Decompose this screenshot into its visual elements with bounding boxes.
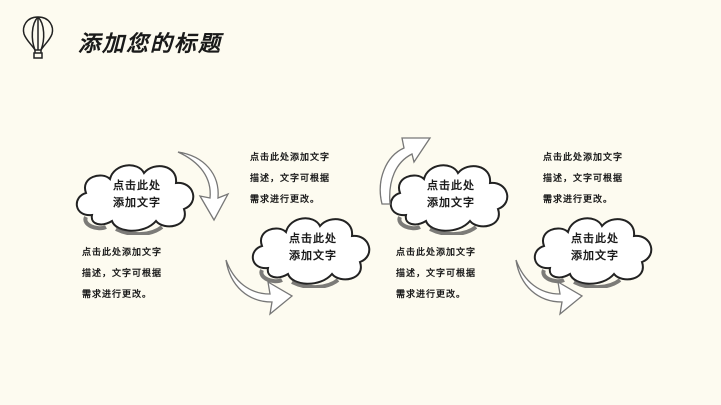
cloud-text-line2: 添加文字 xyxy=(571,249,619,262)
cloud-shape-icon xyxy=(252,217,371,288)
curved-arrow-right-icon xyxy=(515,259,584,316)
desc-line: 点击此处添加文字 xyxy=(396,248,477,258)
curved-arrow-down-icon xyxy=(177,151,230,222)
cloud-4: 点击此处添加文字 xyxy=(530,208,660,288)
cloud-shape-icon xyxy=(390,164,509,235)
desc-line: 描述，文字可根据 xyxy=(82,269,163,279)
desc-line: 描述，文字可根据 xyxy=(396,269,477,279)
desc-line: 需求进行更改。 xyxy=(250,195,321,205)
cloud-1: 点击此处添加文字 xyxy=(72,155,202,235)
description-4: 点击此处添加文字描述，文字可根据需求进行更改。 xyxy=(543,148,623,211)
desc-line: 需求进行更改。 xyxy=(396,290,467,300)
description-1: 点击此处添加文字描述，文字可根据需求进行更改。 xyxy=(82,243,162,306)
hot-air-balloon-icon xyxy=(22,16,54,59)
page-title: 添加您的标题 xyxy=(78,31,223,57)
cloud-text-line2: 添加文字 xyxy=(113,196,161,209)
desc-line: 需求进行更改。 xyxy=(543,195,614,205)
cloud-text-line2: 添加文字 xyxy=(289,249,337,262)
cloud-text-line1: 点击此处 xyxy=(571,232,619,245)
desc-line: 描述，文字可根据 xyxy=(250,174,331,184)
cloud-text-line1: 点击此处 xyxy=(427,179,475,192)
cloud-2: 点击此处添加文字 xyxy=(248,208,378,288)
cloud-text-line2: 添加文字 xyxy=(427,196,475,209)
desc-line: 点击此处添加文字 xyxy=(82,248,163,258)
cloud-text-line1: 点击此处 xyxy=(113,179,161,192)
desc-line: 点击此处添加文字 xyxy=(543,153,624,163)
cloud-text-line1: 点击此处 xyxy=(289,232,337,245)
cloud-shape-icon xyxy=(76,164,195,235)
description-2: 点击此处添加文字描述，文字可根据需求进行更改。 xyxy=(250,148,330,211)
description-3: 点击此处添加文字描述，文字可根据需求进行更改。 xyxy=(396,243,476,306)
curved-arrow-right-icon xyxy=(225,259,294,316)
curved-arrow-up-icon xyxy=(379,137,432,205)
desc-line: 点击此处添加文字 xyxy=(250,153,331,163)
desc-line: 需求进行更改。 xyxy=(82,290,153,300)
cloud-3: 点击此处添加文字 xyxy=(386,155,516,235)
desc-line: 描述，文字可根据 xyxy=(543,174,624,184)
cloud-shape-icon xyxy=(534,217,653,288)
